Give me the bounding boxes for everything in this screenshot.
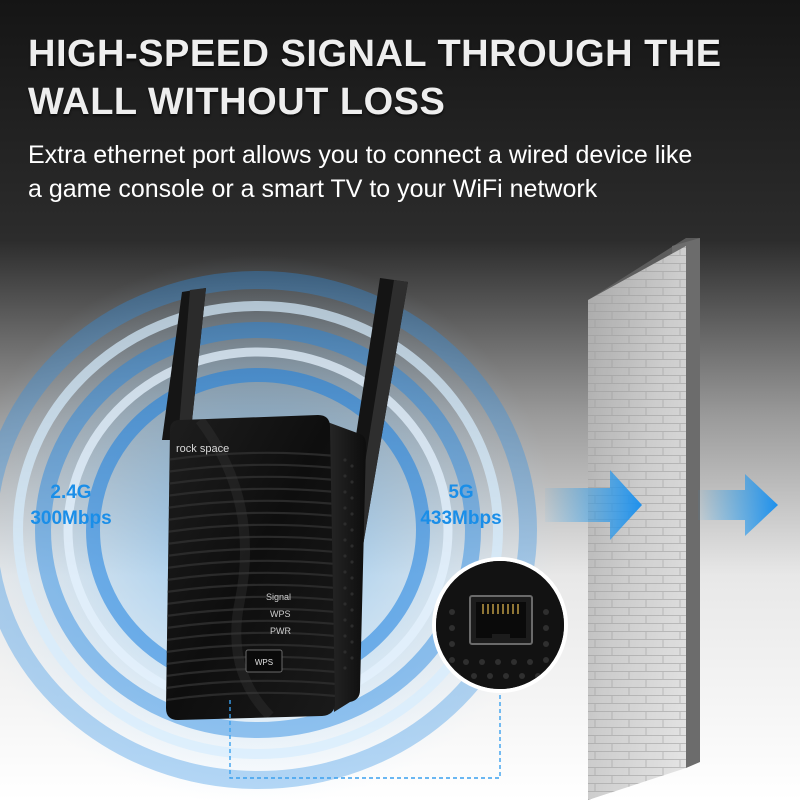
description-line-2: a game console or a smart TV to your WiF… (28, 175, 598, 203)
ethernet-port-zoom (432, 557, 568, 693)
side-vent-holes (343, 458, 354, 670)
headline-line-1: HIGH-SPEED SIGNAL THROUGH THE (28, 33, 722, 75)
left-antenna (162, 288, 206, 440)
ethernet-port-icon[interactable] (469, 595, 533, 645)
wifi-extender: rock space Signal WPS PWR WPS (166, 415, 366, 720)
brand-label: rock space (176, 443, 229, 455)
band-5g-label: 5G 433Mbps (408, 480, 514, 532)
band-2-4g-speed: 300Mbps (30, 508, 112, 529)
headline: HIGH-SPEED SIGNAL THROUGH THE WALL WITHO… (28, 30, 788, 126)
description: Extra ethernet port allows you to connec… (28, 138, 788, 206)
signal-indicator-label: Signal (266, 592, 291, 602)
band-5g-name: 5G (448, 482, 474, 503)
zoom-connector (229, 690, 501, 779)
signal-arrow-left (545, 470, 642, 540)
band-2-4g-label: 2.4G 300Mbps (8, 480, 134, 532)
wps-button-label: WPS (255, 658, 273, 667)
headline-line-2: WALL WITHOUT LOSS (28, 81, 446, 123)
signal-arrow-right (698, 474, 778, 536)
band-5g-speed: 433Mbps (420, 508, 502, 529)
description-line-1: Extra ethernet port allows you to connec… (28, 141, 693, 169)
band-2-4g-name: 2.4G (50, 482, 92, 503)
brick-wall (588, 238, 700, 800)
wps-button[interactable] (245, 649, 283, 673)
wps-indicator-label: WPS (270, 609, 291, 619)
pwr-indicator-label: PWR (270, 626, 291, 636)
